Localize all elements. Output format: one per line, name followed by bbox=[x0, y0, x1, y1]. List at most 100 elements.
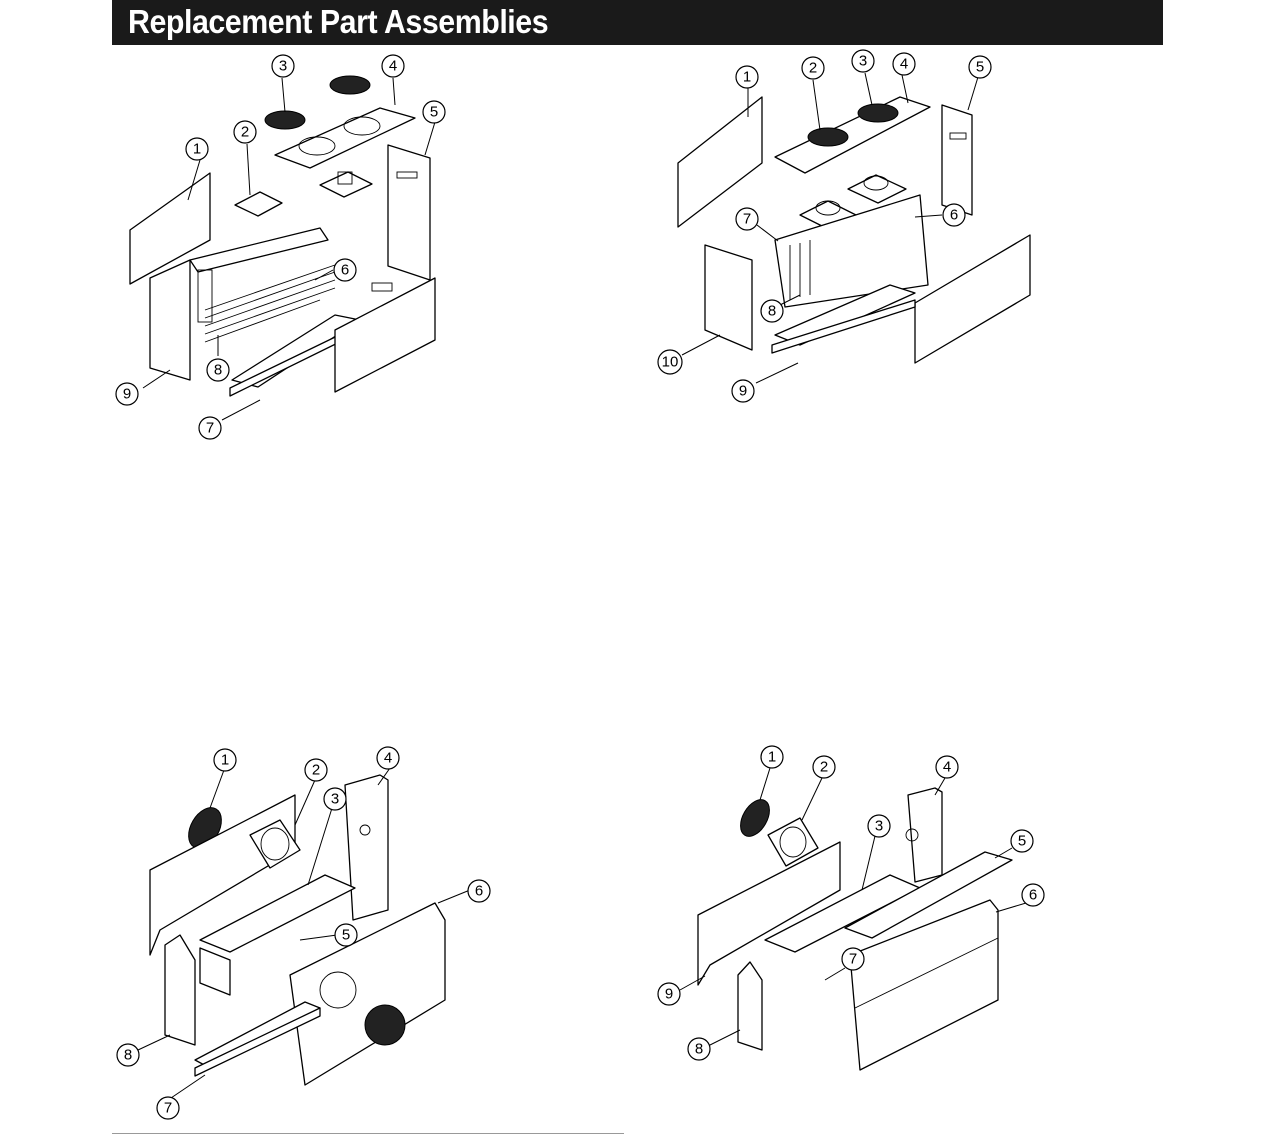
svg-text:3: 3 bbox=[279, 58, 287, 75]
back-panel bbox=[677, 96, 763, 228]
end-bracket bbox=[164, 934, 196, 1046]
svg-text:2: 2 bbox=[241, 124, 249, 141]
svg-text:7: 7 bbox=[206, 420, 214, 437]
svg-text:8: 8 bbox=[124, 1047, 132, 1064]
channel-rail bbox=[844, 851, 1013, 939]
assembly-drawing-a: 1 2 3 4 5 6 7 8 9 bbox=[115, 54, 446, 440]
callout-5: 5 bbox=[334, 923, 358, 947]
svg-text:7: 7 bbox=[849, 951, 857, 968]
page-title: Replacement Part Assemblies bbox=[128, 3, 549, 40]
callout-1: 1 bbox=[760, 745, 784, 769]
svg-text:2: 2 bbox=[809, 60, 817, 77]
callout-3: 3 bbox=[851, 49, 875, 73]
svg-text:5: 5 bbox=[976, 59, 984, 76]
callout-2: 2 bbox=[233, 120, 257, 144]
fan-grill bbox=[364, 1004, 406, 1046]
svg-text:8: 8 bbox=[768, 303, 776, 320]
svg-text:5: 5 bbox=[342, 927, 350, 944]
assembly-diagram-top-left: 1 2 3 4 5 6 7 8 9 bbox=[110, 50, 470, 450]
svg-text:6: 6 bbox=[341, 262, 349, 279]
front-panel bbox=[334, 277, 436, 393]
callout-2: 2 bbox=[801, 56, 825, 80]
svg-text:3: 3 bbox=[331, 791, 339, 808]
svg-text:8: 8 bbox=[214, 362, 222, 379]
callout-8: 8 bbox=[687, 1037, 711, 1061]
callout-6: 6 bbox=[333, 258, 357, 282]
callout-2: 2 bbox=[812, 755, 836, 779]
assembly-diagram-bottom-left: 1 2 3 4 5 6 7 8 bbox=[110, 740, 500, 1125]
section-header-bar: Replacement Part Assemblies bbox=[112, 0, 1163, 45]
front-panel bbox=[289, 902, 446, 1086]
svg-text:1: 1 bbox=[743, 69, 751, 86]
callout-4: 4 bbox=[935, 755, 959, 779]
svg-text:4: 4 bbox=[943, 759, 951, 776]
upright-bracket bbox=[344, 774, 389, 921]
callout-6: 6 bbox=[1021, 883, 1045, 907]
svg-text:10: 10 bbox=[662, 354, 679, 371]
assembly-diagram-bottom-right: 1 2 3 4 5 6 7 8 9 bbox=[650, 740, 1050, 1080]
callout-3: 3 bbox=[323, 787, 347, 811]
svg-text:3: 3 bbox=[875, 818, 883, 835]
assembly-drawing-d: 1 2 3 4 5 6 7 8 9 bbox=[657, 745, 1045, 1071]
callout-9: 9 bbox=[657, 982, 681, 1006]
fan-grill bbox=[329, 75, 371, 95]
callout-10: 10 bbox=[657, 349, 683, 375]
back-panel bbox=[129, 172, 211, 285]
callout-1: 1 bbox=[185, 137, 209, 161]
fan-grill bbox=[807, 127, 849, 147]
assembly-drawing-c: 1 2 3 4 5 6 7 8 bbox=[116, 746, 491, 1120]
callout-7: 7 bbox=[198, 416, 222, 440]
footer-rule bbox=[112, 1133, 624, 1134]
svg-text:2: 2 bbox=[312, 762, 320, 779]
heater-element bbox=[199, 874, 356, 953]
fan-grill bbox=[264, 110, 306, 130]
heater-housing bbox=[149, 259, 191, 381]
svg-text:9: 9 bbox=[665, 986, 673, 1003]
callout-6: 6 bbox=[467, 879, 491, 903]
callout-3: 3 bbox=[867, 814, 891, 838]
svg-text:1: 1 bbox=[193, 141, 201, 158]
svg-text:1: 1 bbox=[221, 752, 229, 769]
svg-text:6: 6 bbox=[475, 883, 483, 900]
callout-7: 7 bbox=[735, 207, 759, 231]
fan-grill bbox=[740, 799, 770, 837]
callout-1: 1 bbox=[213, 748, 237, 772]
fan-motor bbox=[847, 174, 907, 204]
upright-bracket bbox=[907, 787, 943, 883]
callout-9: 9 bbox=[731, 379, 755, 403]
callout-6: 6 bbox=[942, 203, 966, 227]
fan-grill bbox=[857, 103, 899, 123]
callout-8: 8 bbox=[206, 358, 230, 382]
callout-7: 7 bbox=[841, 947, 865, 971]
svg-text:9: 9 bbox=[123, 386, 131, 403]
svg-text:9: 9 bbox=[739, 383, 747, 400]
end-bracket bbox=[737, 961, 763, 1051]
svg-text:8: 8 bbox=[695, 1041, 703, 1058]
callout-9: 9 bbox=[115, 382, 139, 406]
svg-text:6: 6 bbox=[1029, 887, 1037, 904]
svg-text:5: 5 bbox=[1018, 833, 1026, 850]
assembly-diagram-top-right: 1 2 3 4 5 6 7 8 9 10 bbox=[650, 45, 1050, 415]
front-panel bbox=[914, 234, 1031, 364]
front-panel bbox=[849, 899, 999, 1071]
fan-motor bbox=[319, 171, 373, 198]
fan-motor bbox=[767, 817, 819, 867]
svg-text:2: 2 bbox=[820, 759, 828, 776]
svg-text:7: 7 bbox=[164, 1100, 172, 1117]
callout-4: 4 bbox=[892, 52, 916, 76]
callout-4: 4 bbox=[376, 746, 400, 770]
top-panel bbox=[774, 96, 931, 174]
callout-2: 2 bbox=[304, 758, 328, 782]
callout-5: 5 bbox=[1010, 829, 1034, 853]
callout-8: 8 bbox=[116, 1043, 140, 1067]
fan-motor bbox=[249, 819, 301, 869]
svg-text:4: 4 bbox=[900, 56, 908, 73]
svg-text:6: 6 bbox=[950, 207, 958, 224]
fan-motor bbox=[234, 191, 283, 217]
svg-text:4: 4 bbox=[384, 750, 392, 767]
svg-text:7: 7 bbox=[743, 211, 751, 228]
callout-5: 5 bbox=[968, 55, 992, 79]
side-panel-right bbox=[387, 144, 431, 281]
callout-1: 1 bbox=[735, 65, 759, 89]
callout-7: 7 bbox=[156, 1096, 180, 1120]
